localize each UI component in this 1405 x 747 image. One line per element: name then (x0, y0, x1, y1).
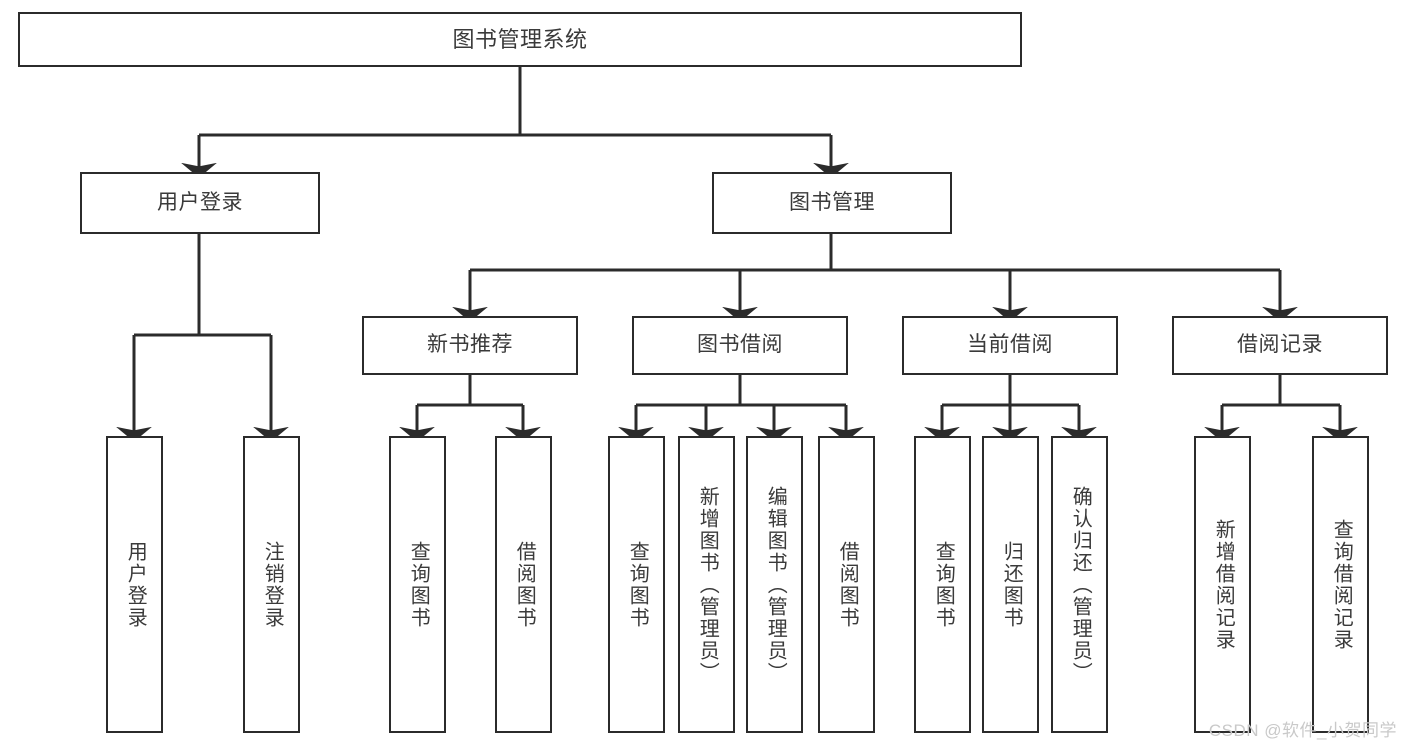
connector-group-borrow-record (1204, 375, 1358, 442)
connector-group-user-login (116, 234, 289, 442)
node-current-borrow[interactable]: 当前借阅 (902, 316, 1118, 375)
connector-group-current-borrow (924, 375, 1097, 442)
node-leaf-user-login[interactable]: 用户登录 (106, 436, 163, 733)
node-label: 当前借阅 (967, 333, 1053, 357)
node-label: 注销登录 (261, 540, 284, 629)
connector-group-book-borrow (618, 375, 864, 442)
node-leaf-add-borrow-record[interactable]: 新增借阅记录 (1194, 436, 1251, 733)
node-book-management[interactable]: 图书管理 (712, 172, 952, 234)
node-label: 借阅图书 (513, 540, 536, 629)
node-leaf-query-book-borrow[interactable]: 查询图书 (608, 436, 665, 733)
node-leaf-confirm-return-admin[interactable]: 确认归还（管理员） (1051, 436, 1108, 733)
node-label: 编辑图书（管理员） (764, 485, 787, 684)
node-leaf-add-book-admin[interactable]: 新增图书（管理员） (678, 436, 735, 733)
node-leaf-query-book-current[interactable]: 查询图书 (914, 436, 971, 733)
node-label: 图书管理系统 (452, 26, 588, 52)
node-label: 新书推荐 (427, 333, 513, 357)
node-user-login[interactable]: 用户登录 (80, 172, 320, 234)
node-label: 借阅图书 (836, 540, 859, 629)
node-leaf-return-book[interactable]: 归还图书 (982, 436, 1039, 733)
node-label: 用户登录 (124, 540, 147, 629)
node-root-system[interactable]: 图书管理系统 (18, 12, 1022, 67)
node-label: 图书借阅 (697, 333, 783, 357)
node-leaf-query-borrow-record[interactable]: 查询借阅记录 (1312, 436, 1369, 733)
connector-group-new-book (399, 375, 541, 442)
connector-group-book-manage (452, 234, 1298, 322)
node-book-borrow[interactable]: 图书借阅 (632, 316, 848, 375)
node-label: 查询图书 (626, 540, 649, 629)
node-leaf-borrow-book-recommend[interactable]: 借阅图书 (495, 436, 552, 733)
node-new-book-recommend[interactable]: 新书推荐 (362, 316, 578, 375)
node-label: 归还图书 (1000, 540, 1023, 629)
connector-group-root (181, 67, 849, 178)
node-leaf-borrow-book[interactable]: 借阅图书 (818, 436, 875, 733)
node-leaf-logout[interactable]: 注销登录 (243, 436, 300, 733)
node-label: 图书管理 (789, 190, 875, 214)
node-leaf-query-book-recommend[interactable]: 查询图书 (389, 436, 446, 733)
node-leaf-edit-book-admin[interactable]: 编辑图书（管理员） (746, 436, 803, 733)
node-label: 查询借阅记录 (1330, 518, 1353, 651)
node-label: 确认归还（管理员） (1069, 485, 1092, 684)
node-label: 新增借阅记录 (1212, 518, 1235, 651)
node-borrow-record[interactable]: 借阅记录 (1172, 316, 1388, 375)
node-label: 借阅记录 (1237, 333, 1323, 357)
node-label: 新增图书（管理员） (696, 485, 719, 684)
node-label: 用户登录 (157, 190, 243, 214)
node-label: 查询图书 (407, 540, 430, 629)
node-label: 查询图书 (932, 540, 955, 629)
